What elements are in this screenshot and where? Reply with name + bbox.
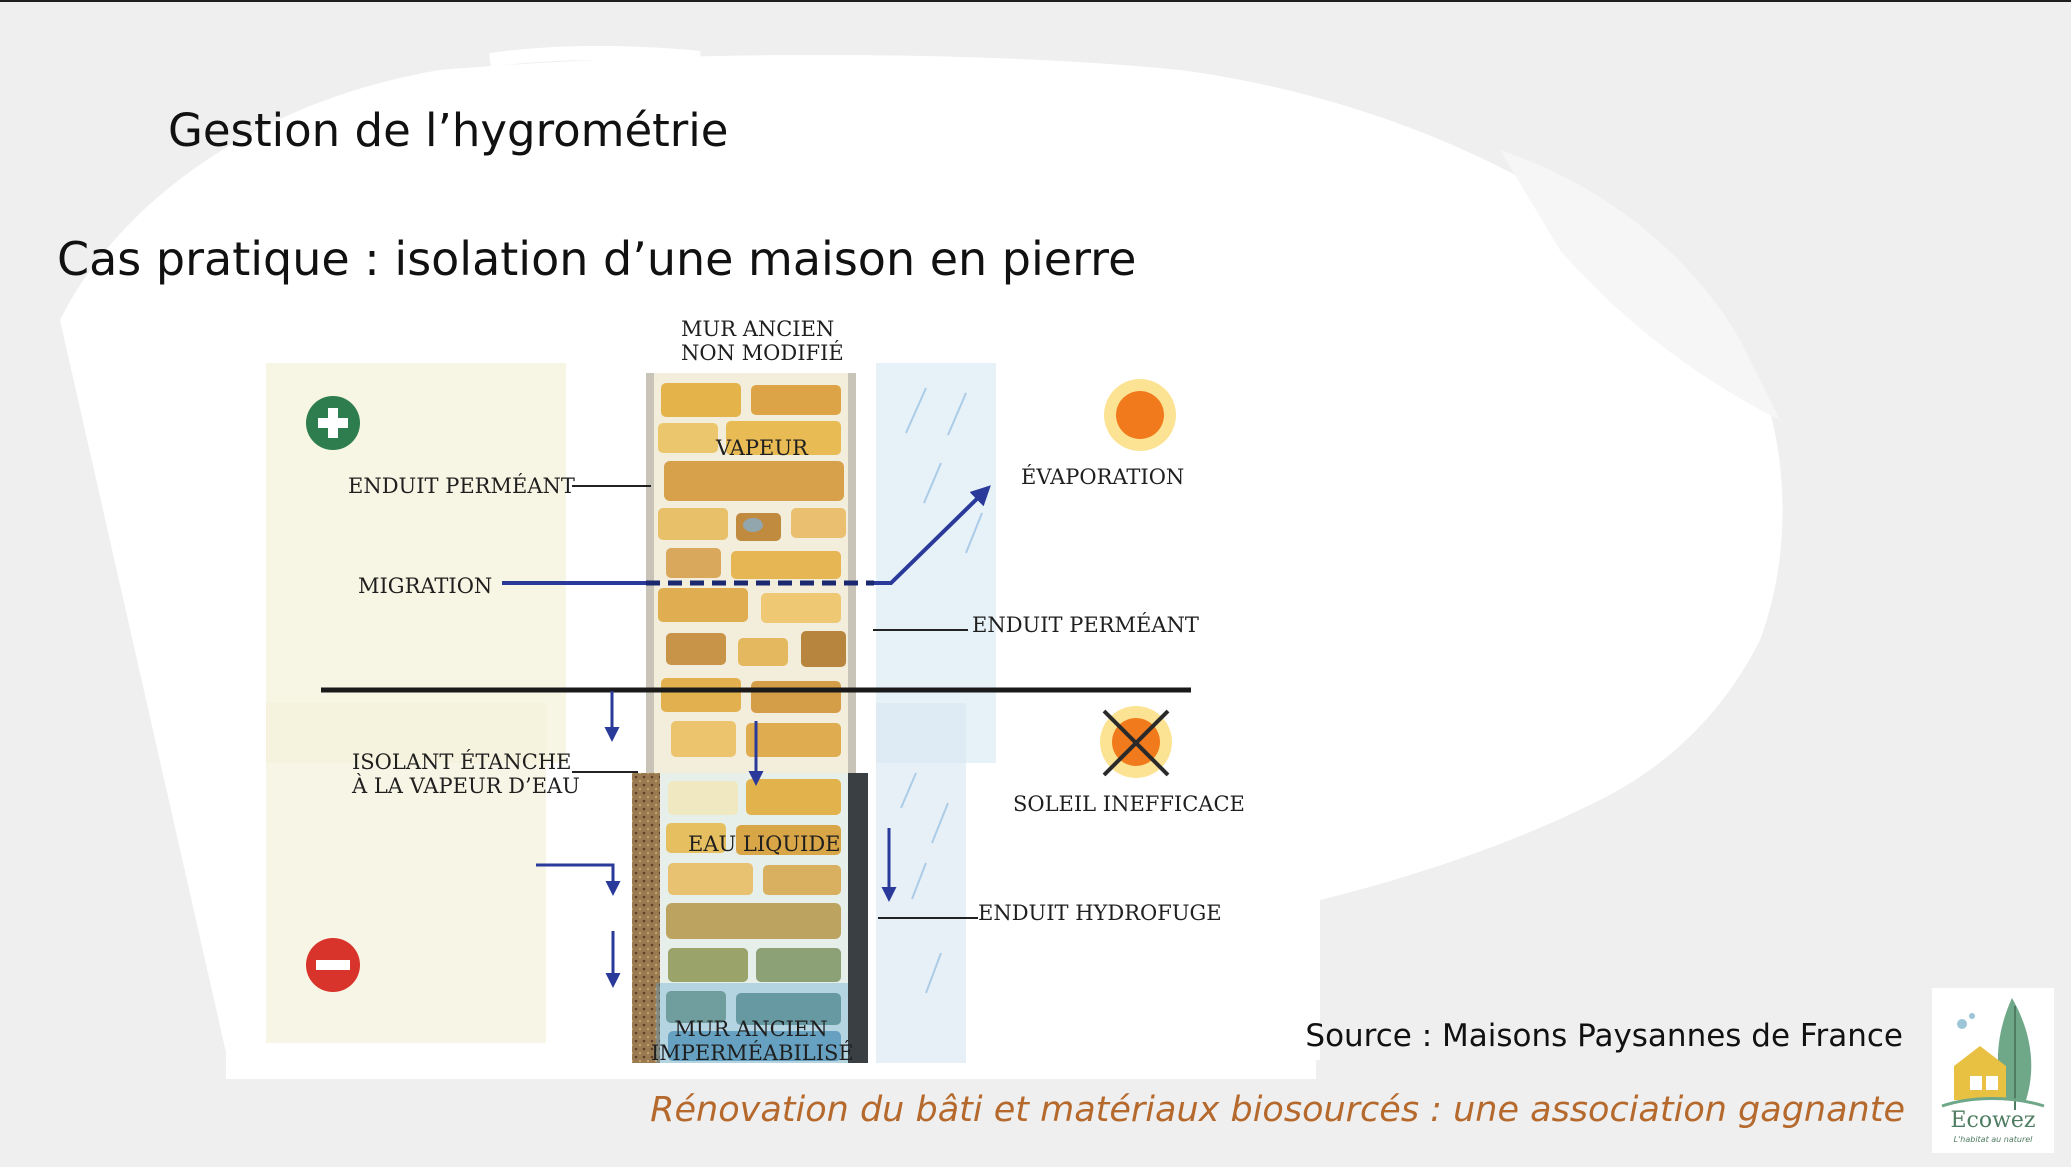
migration-label: MIGRATION — [358, 574, 493, 598]
evaporation-label: ÉVAPORATION — [1021, 465, 1185, 489]
vapor-tight-insulation — [632, 773, 660, 1063]
enduit-hydrofuge-label: ENDUIT HYDROFUGE — [978, 901, 1222, 925]
bottom-wall-title-line1: MUR ANCIEN — [674, 1017, 828, 1041]
logo-name: Ecowez — [1950, 1108, 2036, 1133]
wall-moisture-diagram: MUR ANCIEN NON MODIFIÉ VAPEUR ENDUIT PER… — [226, 303, 1316, 1079]
exterior-wash-bottom — [876, 703, 966, 1063]
exterior-wash-top — [876, 363, 996, 763]
top-wall-section — [646, 373, 856, 773]
top-wall-title: MUR ANCIEN NON MODIFIÉ — [681, 317, 844, 365]
top-rule — [0, 0, 2071, 2]
isolant-label: ISOLANT ÉTANCHE À LA VAPEUR D’EAU — [352, 750, 580, 798]
waterproof-render — [848, 773, 868, 1063]
bottom-wall-section — [632, 773, 868, 1063]
isolant-label-line2: À LA VAPEUR D’EAU — [352, 774, 580, 798]
slide-subtitle: Cas pratique : isolation d’une maison en… — [57, 232, 1137, 286]
slide-tagline: Rénovation du bâti et matériaux biosourc… — [650, 1090, 1905, 1130]
top-wall-title-line1: MUR ANCIEN — [681, 317, 835, 341]
diagram-illustration — [226, 303, 1316, 1079]
logo-tagline: L'habitat au naturel — [1953, 1135, 2033, 1144]
eau-liquide-label: EAU LIQUIDE — [688, 832, 841, 856]
sun-crossed-icon — [1100, 706, 1172, 778]
sun-icon — [1104, 379, 1176, 451]
soleil-inefficace-label: SOLEIL INEFFICACE — [1013, 792, 1245, 816]
enduit-permeant-right-label: ENDUIT PERMÉANT — [972, 613, 1199, 637]
slide-heading: Gestion de l’hygrométrie — [168, 104, 729, 157]
rain-strokes — [900, 387, 983, 994]
isolant-label-line1: ISOLANT ÉTANCHE — [352, 750, 572, 774]
minus-circle-icon — [306, 938, 360, 992]
source-credit: Source : Maisons Paysannes de France — [1305, 1018, 1903, 1054]
top-wall-title-line2: NON MODIFIÉ — [681, 341, 844, 365]
migration-arrow — [502, 485, 991, 586]
vapeur-label: VAPEUR — [716, 436, 808, 460]
bottom-wall-title-line2: IMPERMÉABILISÉ — [651, 1041, 854, 1065]
water-down-arrows — [536, 691, 897, 988]
enduit-permeant-left-label: ENDUIT PERMÉANT — [348, 474, 575, 498]
interior-wash-bottom — [266, 703, 546, 1043]
bottom-wall-title: MUR ANCIEN IMPERMÉABILISÉ — [651, 1017, 854, 1065]
plus-circle-icon — [306, 396, 360, 450]
house-tree-icon — [1932, 988, 2054, 1153]
ecowez-logo: Ecowez L'habitat au naturel — [1932, 988, 2054, 1153]
